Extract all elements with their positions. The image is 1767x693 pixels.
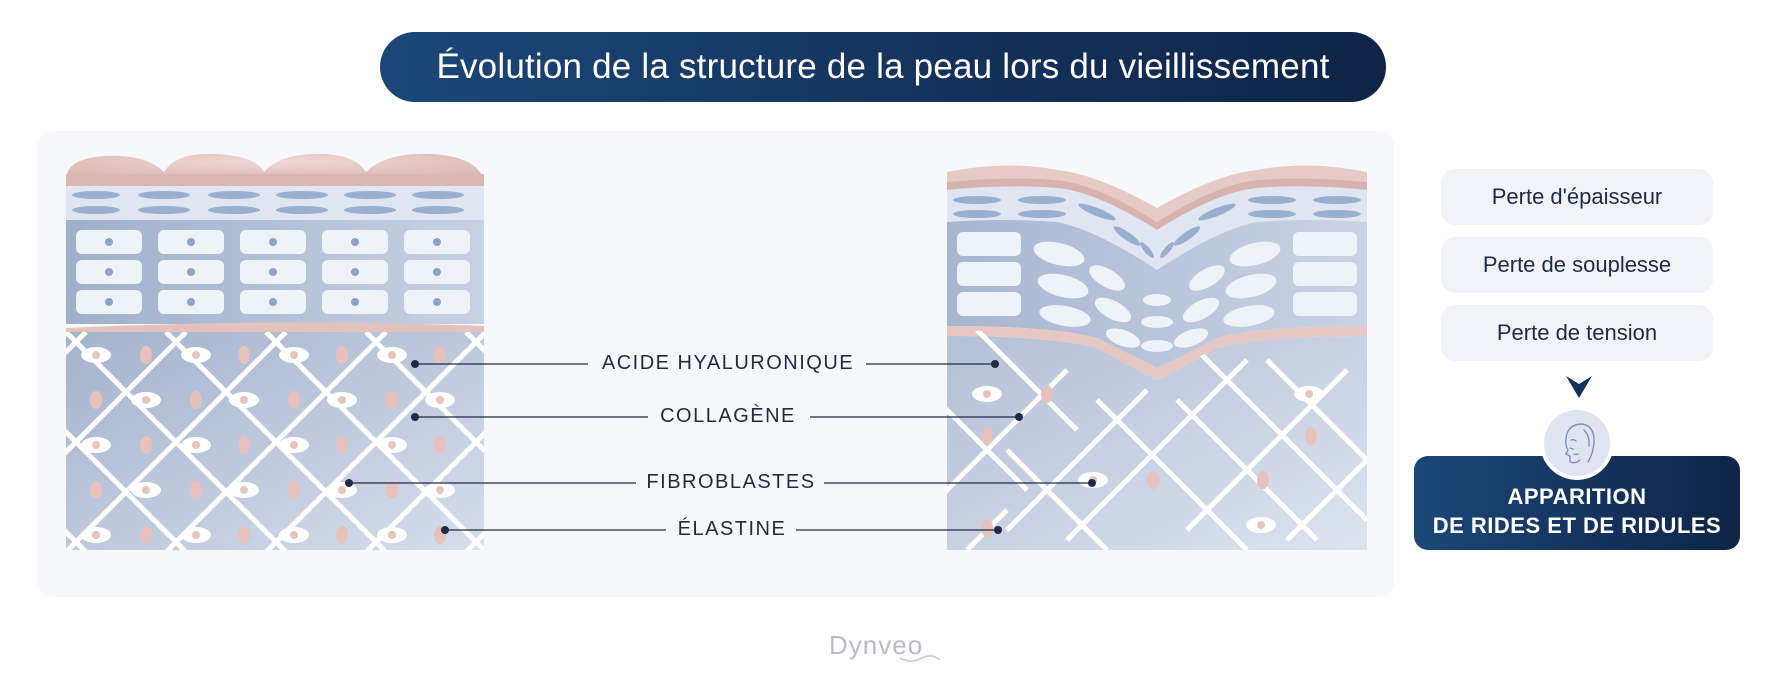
label-elastin: ÉLASTINE bbox=[677, 518, 787, 540]
label-fibroblasts: FIBROBLASTES bbox=[646, 471, 816, 493]
result-line-2: DE RIDES ET DE RIDULES bbox=[1432, 513, 1722, 538]
young-skin-cross-section bbox=[66, 153, 484, 550]
skin-surface-wrinkle bbox=[947, 165, 1367, 222]
brand-logo: Dynveo bbox=[829, 630, 924, 660]
skin-surface-bumps bbox=[66, 153, 484, 180]
brand-wave-icon bbox=[899, 655, 941, 662]
chevron-down-icon bbox=[1566, 376, 1592, 398]
label-hyaluronic-acid: ACIDE HYALURONIQUE bbox=[601, 352, 855, 374]
effect-thickness-loss: Perte d'épaisseur bbox=[1441, 169, 1713, 225]
elastin-nodes bbox=[90, 346, 446, 544]
effect-tension-loss: Perte de tension bbox=[1441, 305, 1713, 361]
woman-face-icon bbox=[1544, 410, 1610, 476]
page-title: Évolution de la structure de la peau lor… bbox=[380, 32, 1386, 102]
result-line-1: APPARITION bbox=[1507, 484, 1647, 509]
label-collagen: COLLAGÈNE bbox=[660, 405, 796, 427]
aged-skin-cross-section bbox=[947, 165, 1367, 550]
effect-suppleness-loss: Perte de souplesse bbox=[1441, 237, 1713, 293]
